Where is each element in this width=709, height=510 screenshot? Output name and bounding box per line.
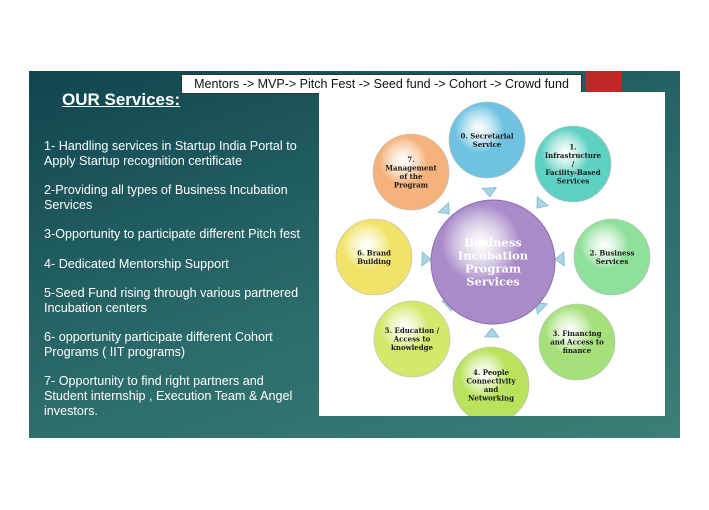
service-node-label: Building [357,257,391,266]
service-node-7 [372,133,450,211]
service-node-label: Program [394,180,429,189]
center-label-line: Incubation [458,249,529,263]
arrow-6 [421,251,432,267]
center-label-line: Program [465,262,521,276]
service-node-label: 5. Education / [385,326,440,335]
process-banner: Mentors -> MVP-> Pitch Fest -> Seed fund… [181,74,582,94]
service-item-3: 3-Opportunity to participate different P… [44,227,300,241]
service-node-label: 2. Business [590,248,635,257]
arrow-7 [437,201,450,215]
center-label-line: Services [466,275,520,289]
service-node-label: Access to [393,335,431,344]
service-node-label: 1. [569,143,576,152]
services-title: OUR Services: [62,90,181,109]
service-item-4: 4- Dedicated Mentorship Support [44,257,229,271]
red-accent-bar [586,71,622,93]
arrow-1 [536,195,549,209]
service-node-label: knowledge [391,343,434,352]
service-node-5 [373,300,451,378]
service-node-3 [538,303,616,381]
service-item-2: 2-Providing all types of Business Incuba… [44,183,288,212]
service-node-label: Facility-Based [545,168,600,177]
service-item-1: 1- Handling services in Startup India Po… [44,139,297,168]
service-node-label: Infrastructure [545,151,602,160]
arrow-3 [535,302,548,315]
service-node-label: 7. [407,155,414,164]
service-node-label: Service [473,140,502,149]
service-node-label: Services [596,257,629,266]
service-item-6: 6- opportunity participate different Coh… [44,330,273,359]
service-node-2 [573,218,651,296]
service-node-6 [335,218,413,296]
service-node-label: Networking [468,393,514,402]
arrow-2 [554,251,565,267]
arrow-4 [483,327,500,338]
center-circle [430,199,556,325]
service-node-label: 6. Brand [357,248,391,257]
service-node-label: Connectivity [466,376,516,385]
service-node-label: 3. Financing [553,329,602,338]
service-node-label: Management [385,163,437,172]
service-node-label: 4. People [473,368,509,377]
service-node-4 [452,346,530,416]
service-node-label: of the [400,172,423,181]
service-node-label: finance [563,346,592,355]
service-node-0 [448,101,526,179]
center-label-line: Business [464,236,522,250]
service-node-label: and [484,385,499,394]
service-node-label: / [572,160,575,169]
service-node-label: and Access to [550,338,604,347]
service-node-label: Services [557,177,590,186]
service-item-7: 7- Opportunity to find right partners an… [44,374,293,418]
service-node-1 [534,125,612,203]
service-node-label: 0. Secretarial [461,131,514,140]
arrow-0 [481,187,498,198]
service-item-5: 5-Seed Fund rising through various partn… [44,286,299,315]
